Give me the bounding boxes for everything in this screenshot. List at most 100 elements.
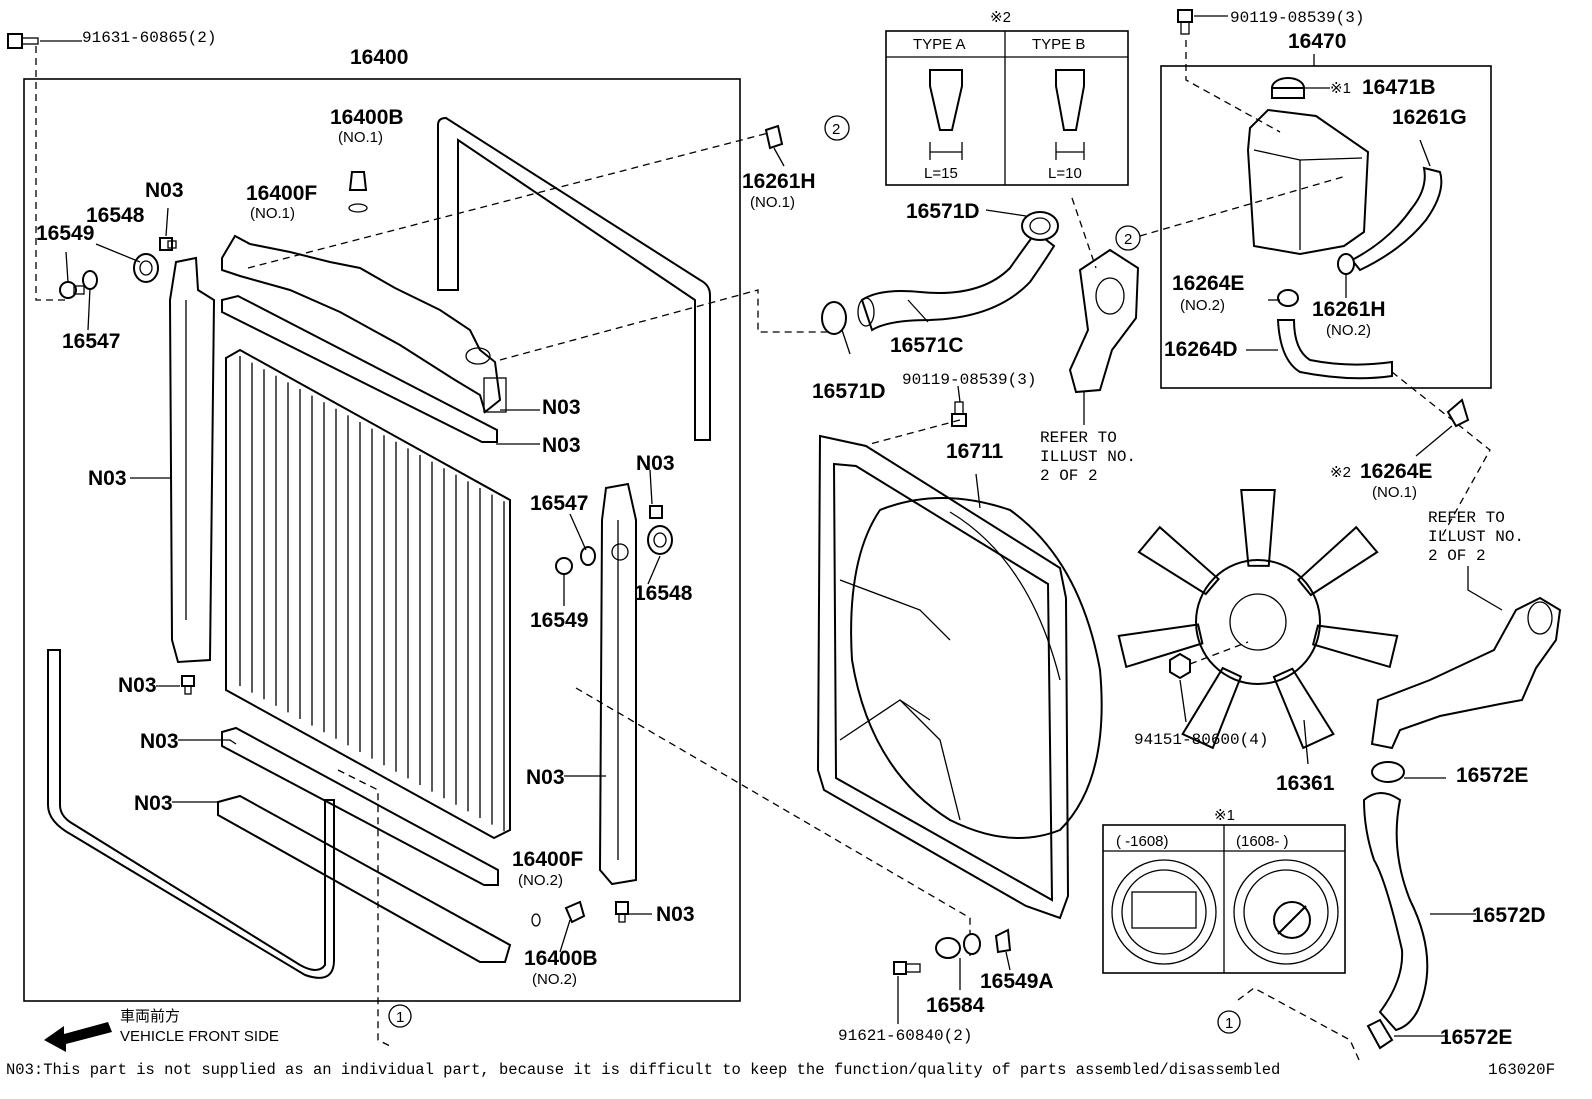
cap-comparison-box — [1102, 824, 1346, 974]
part-label: N03 — [542, 396, 581, 419]
callout-number: 1 — [396, 1009, 404, 1026]
bushing-icon — [133, 253, 159, 283]
length-label: L=10 — [1048, 165, 1082, 182]
radiator-assembly-frame — [23, 78, 741, 1002]
part-label: 90119-08539(3) — [1230, 9, 1364, 27]
hose-clamp-icon — [1021, 211, 1059, 241]
part-label: 91631-60865(2) — [82, 29, 216, 47]
part-label: 16572D — [1472, 904, 1546, 927]
part-label: 16361 — [1276, 772, 1335, 795]
washer-icon — [82, 270, 98, 290]
part-label: N03 — [118, 674, 157, 697]
type-b-header: TYPE B — [1032, 36, 1085, 53]
clamp-type-box — [885, 30, 1129, 186]
part-label: 16547 — [62, 330, 120, 353]
part-label: 16400F — [512, 848, 583, 871]
part-label: N03 — [656, 903, 695, 926]
hose-clamp-icon — [1277, 289, 1299, 307]
refer-note: REFER TO — [1428, 509, 1505, 527]
part-label: 91621-60840(2) — [838, 1027, 972, 1045]
part-label: 16548 — [86, 204, 145, 227]
note-mark: ※1 — [1330, 80, 1351, 97]
part-label: 16711 — [946, 440, 1004, 463]
water-pipe — [1370, 596, 1562, 750]
bolt-icon — [951, 401, 967, 427]
clip-icon — [994, 928, 1012, 954]
part-label: N03 — [542, 434, 581, 457]
callout-number: 2 — [1124, 231, 1132, 248]
bolt-icon — [159, 237, 177, 251]
part-label: 16400 — [350, 46, 408, 69]
part-label: 16584 — [926, 994, 985, 1017]
part-label: 16571D — [812, 380, 886, 403]
part-label: 16549A — [980, 970, 1054, 993]
cap-range-new: (1608- ) — [1236, 833, 1289, 850]
part-label: 94151-80600(4) — [1134, 731, 1268, 749]
nut-icon — [1169, 652, 1191, 680]
water-outlet — [1068, 248, 1140, 394]
washer-icon — [580, 546, 596, 566]
cooling-fan — [1117, 488, 1399, 750]
part-label: N03 — [526, 766, 565, 789]
radiator-inlet-hose — [857, 230, 1056, 332]
part-label: 16471B — [1362, 76, 1436, 99]
hose-clamp-icon — [821, 301, 847, 335]
part-sub-label: (NO.1) — [1372, 484, 1417, 501]
part-label: 16261H — [1312, 298, 1386, 321]
screw-icon — [7, 33, 39, 49]
reservoir-tank — [1246, 108, 1370, 256]
hose-clamp-icon — [1371, 761, 1405, 783]
part-label: 16400B — [524, 947, 598, 970]
clip-icon — [764, 124, 784, 150]
overflow-hose — [1350, 166, 1443, 272]
refer-note: ILLUST NO. — [1428, 528, 1524, 546]
vehicle-front-arrow-icon — [44, 1022, 112, 1052]
right-side-bracket — [598, 482, 637, 886]
part-label: 16264E — [1172, 272, 1244, 295]
part-sub-label: (NO.2) — [518, 872, 563, 889]
part-label: 90119-08539(3) — [902, 371, 1036, 389]
refer-note: 2 OF 2 — [1040, 467, 1098, 485]
part-label: 16571C — [890, 334, 964, 357]
part-label: 16261H — [742, 170, 816, 193]
bolt-icon — [649, 505, 663, 519]
note-mark: ※2 — [990, 9, 1011, 26]
type-a-header: TYPE A — [913, 36, 966, 53]
drain-cock-icon — [531, 900, 586, 927]
part-label: 16261G — [1392, 106, 1467, 129]
bolt-icon — [555, 557, 573, 575]
left-side-bracket — [168, 256, 216, 664]
radiator-outlet-hose — [1362, 792, 1429, 1032]
fan-shroud — [816, 434, 1103, 920]
part-label: 16400F — [246, 182, 317, 205]
bolt-icon — [1177, 9, 1193, 35]
refer-note: 2 OF 2 — [1428, 547, 1486, 565]
part-label: 16549 — [530, 609, 588, 632]
part-sub-label: (NO.1) — [750, 194, 795, 211]
figure-code: 163020F — [1488, 1061, 1555, 1079]
callout-marker — [1217, 1010, 1241, 1034]
part-label: 16400B — [330, 106, 404, 129]
callout-marker — [1115, 225, 1141, 251]
part-label: 16470 — [1288, 30, 1346, 53]
part-label: N03 — [145, 179, 184, 202]
bolt-icon — [615, 901, 629, 923]
cap-range-old: ( -1608) — [1116, 833, 1169, 850]
refer-note: ILLUST NO. — [1040, 448, 1136, 466]
reservoir-box — [1160, 65, 1492, 389]
part-label: 16264D — [1164, 338, 1238, 361]
clip-icon — [1446, 398, 1470, 428]
bolt-icon — [893, 961, 921, 975]
reservoir-cap-icon — [1271, 77, 1305, 99]
part-label: 16571D — [906, 200, 980, 223]
callout-number: 1 — [1225, 1015, 1233, 1032]
callout-number: 2 — [832, 121, 840, 138]
part-label: 16547 — [530, 492, 588, 515]
refer-note: REFER TO — [1040, 429, 1117, 447]
part-label: N03 — [636, 452, 675, 475]
note-mark: ※1 — [1214, 807, 1235, 824]
part-label: 16548 — [634, 582, 693, 605]
callout-marker — [388, 1004, 412, 1028]
lower-seal — [47, 649, 335, 979]
drain-cock-icon — [348, 171, 368, 213]
